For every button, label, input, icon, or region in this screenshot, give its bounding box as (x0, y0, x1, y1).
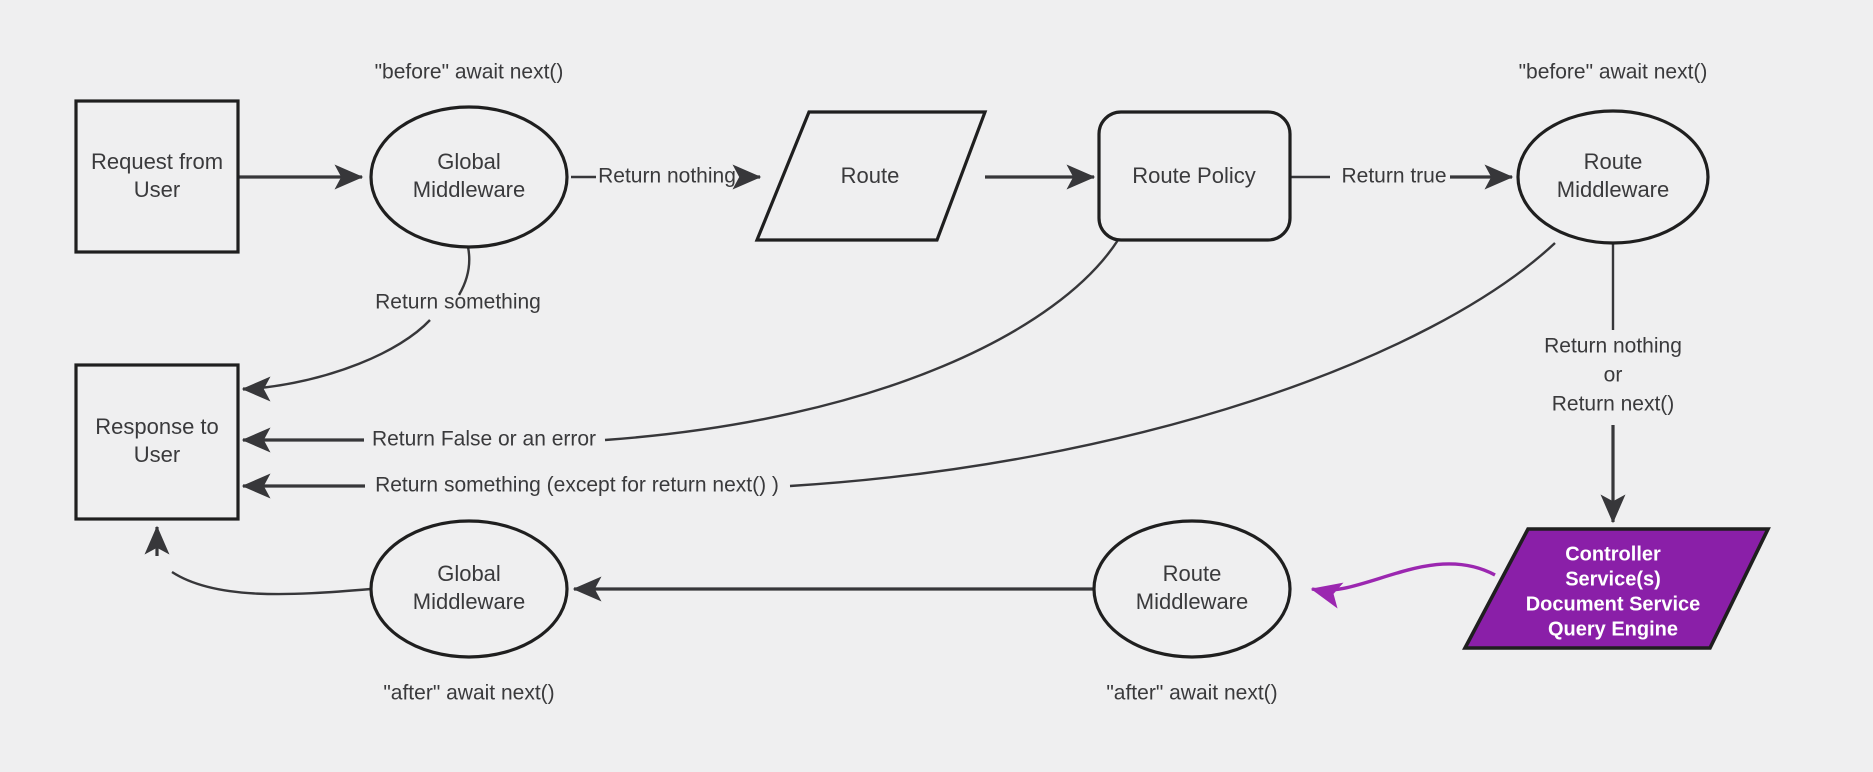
node-controller-services[interactable] (1462, 527, 1771, 650)
edge-label-return-nothing-or-next-line3: Return next() (1552, 393, 1675, 416)
node-request-from-user[interactable] (74, 99, 240, 254)
edge-route-policy-return-false-right (604, 239, 1120, 442)
edge-label-return-false-or-error: Return False or an error (372, 428, 596, 451)
edge-controller-to-route-middleware-bottom (1310, 562, 1496, 609)
edge-global-middleware-bottom-to-response-curve (171, 570, 372, 596)
node-response-label-line1: Response to (95, 414, 219, 439)
node-global-middleware-bottom[interactable] (369, 519, 569, 659)
node-global-middleware-top[interactable] (369, 105, 569, 249)
edge-global-middleware-return-something-lower (249, 319, 431, 391)
node-route-middleware-bottom[interactable] (1092, 519, 1292, 659)
node-response-label-line2: User (134, 442, 180, 467)
edge-label-return-nothing-or-next-line2: or (1604, 364, 1623, 387)
node-route-middleware-bottom-label-line2: Middleware (1136, 589, 1249, 614)
edge-global-middleware-return-something-upper (457, 246, 471, 296)
node-response-to-user[interactable] (74, 363, 240, 521)
node-global-middleware-top-label-line2: Middleware (413, 177, 526, 202)
node-global-middleware-bottom-label-line1: Global (437, 561, 501, 586)
edge-route-middleware-return-something-right (789, 242, 1556, 488)
node-controller-label-line2: Service(s) (1565, 568, 1661, 590)
node-route[interactable] (754, 110, 988, 242)
node-route-label: Route (841, 163, 900, 188)
node-global-middleware-top-label-line1: Global (437, 149, 501, 174)
node-controller-label-line4: Query Engine (1548, 618, 1678, 640)
caption-after-await-next-global: "after" await next() (383, 682, 554, 705)
node-route-policy-label: Route Policy (1132, 163, 1256, 188)
edge-label-return-something-except: Return something (except for return next… (375, 474, 779, 497)
node-request-label-line2: User (134, 177, 180, 202)
edge-label-return-true: Return true (1341, 165, 1446, 188)
node-global-middleware-bottom-label-line2: Middleware (413, 589, 526, 614)
edge-label-return-nothing-or-next-line1: Return nothing (1544, 335, 1682, 358)
caption-before-await-next-global: "before" await next() (375, 61, 564, 84)
node-route-policy[interactable] (1097, 110, 1292, 242)
edge-label-return-nothing: Return nothing (598, 165, 736, 188)
node-controller-label-line1: Controller (1565, 543, 1661, 565)
node-route-middleware-top-label-line1: Route (1584, 149, 1643, 174)
node-request-label-line1: Request from (91, 149, 223, 174)
node-controller-label-line3: Document Service (1526, 593, 1701, 615)
edge-label-return-something: Return something (375, 291, 541, 314)
caption-after-await-next-route: "after" await next() (1106, 682, 1277, 705)
node-route-middleware-top[interactable] (1516, 109, 1710, 245)
caption-before-await-next-route: "before" await next() (1519, 61, 1708, 84)
node-route-middleware-bottom-label-line1: Route (1163, 561, 1222, 586)
node-route-middleware-top-label-line2: Middleware (1557, 177, 1670, 202)
